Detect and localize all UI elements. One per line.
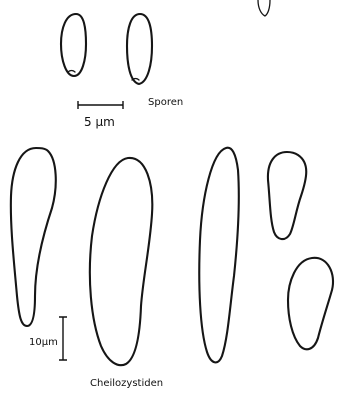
- cystidia-scale-bar: [59, 317, 67, 360]
- cheilocystidium-3: [199, 148, 239, 363]
- spore-left: [61, 14, 86, 76]
- cystidia-scale-label: 10µm: [29, 337, 58, 348]
- partial-outline-top: [258, 0, 270, 16]
- spores-group: [61, 14, 152, 84]
- cheilocystidium-2: [90, 158, 152, 365]
- spore-right-apiculus: [132, 79, 139, 81]
- cheilocystidium-4: [268, 152, 306, 239]
- spore-left-apiculus: [68, 71, 75, 73]
- spore-scale-bar: [78, 101, 123, 109]
- spore-scale-label: 5 µm: [84, 115, 115, 129]
- cheilocystidium-1: [11, 148, 56, 326]
- cheilocystidia-label: Cheilozystiden: [90, 378, 163, 389]
- cheilocystidium-5: [288, 258, 333, 349]
- cheilocystidia-group: [11, 148, 333, 366]
- spore-right: [127, 14, 152, 84]
- spores-label: Sporen: [148, 97, 183, 108]
